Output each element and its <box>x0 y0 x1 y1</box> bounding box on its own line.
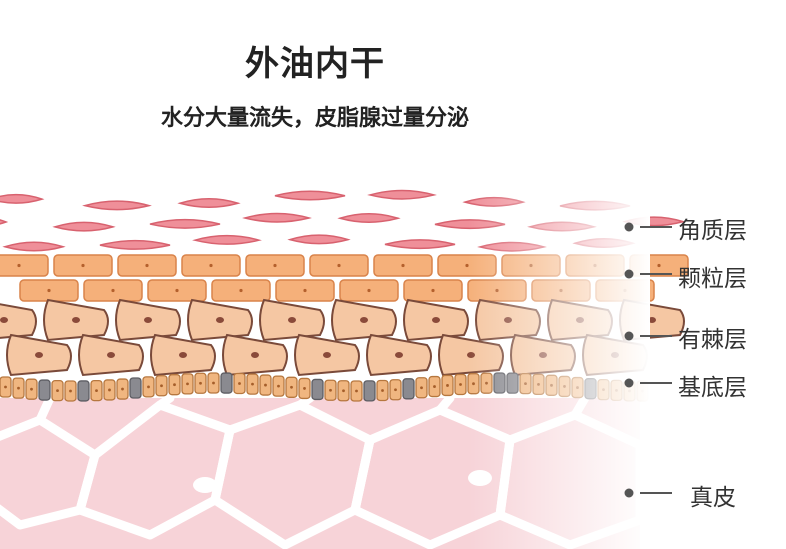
right-fade <box>0 180 650 549</box>
diagram-title: 外油内干 <box>245 44 385 84</box>
label-dermis: 真皮 <box>690 485 736 511</box>
pointer-dot-dermis <box>624 488 634 498</box>
label-corneum: 角质层 <box>678 218 747 244</box>
label-granulosum: 颗粒层 <box>678 266 747 292</box>
pointer-dot-corneum <box>624 222 634 232</box>
label-pointers <box>624 222 672 498</box>
pointer-dot-granulosum <box>624 269 634 279</box>
granulosum-nucleus <box>657 263 661 268</box>
label-spinosum: 有棘层 <box>678 327 747 353</box>
pointer-dot-basale <box>624 378 634 388</box>
diagram-subtitle: 水分大量流失，皮脂腺过量分泌 <box>160 106 469 131</box>
pointer-dot-spinosum <box>624 331 634 341</box>
label-basale: 基底层 <box>678 375 747 401</box>
